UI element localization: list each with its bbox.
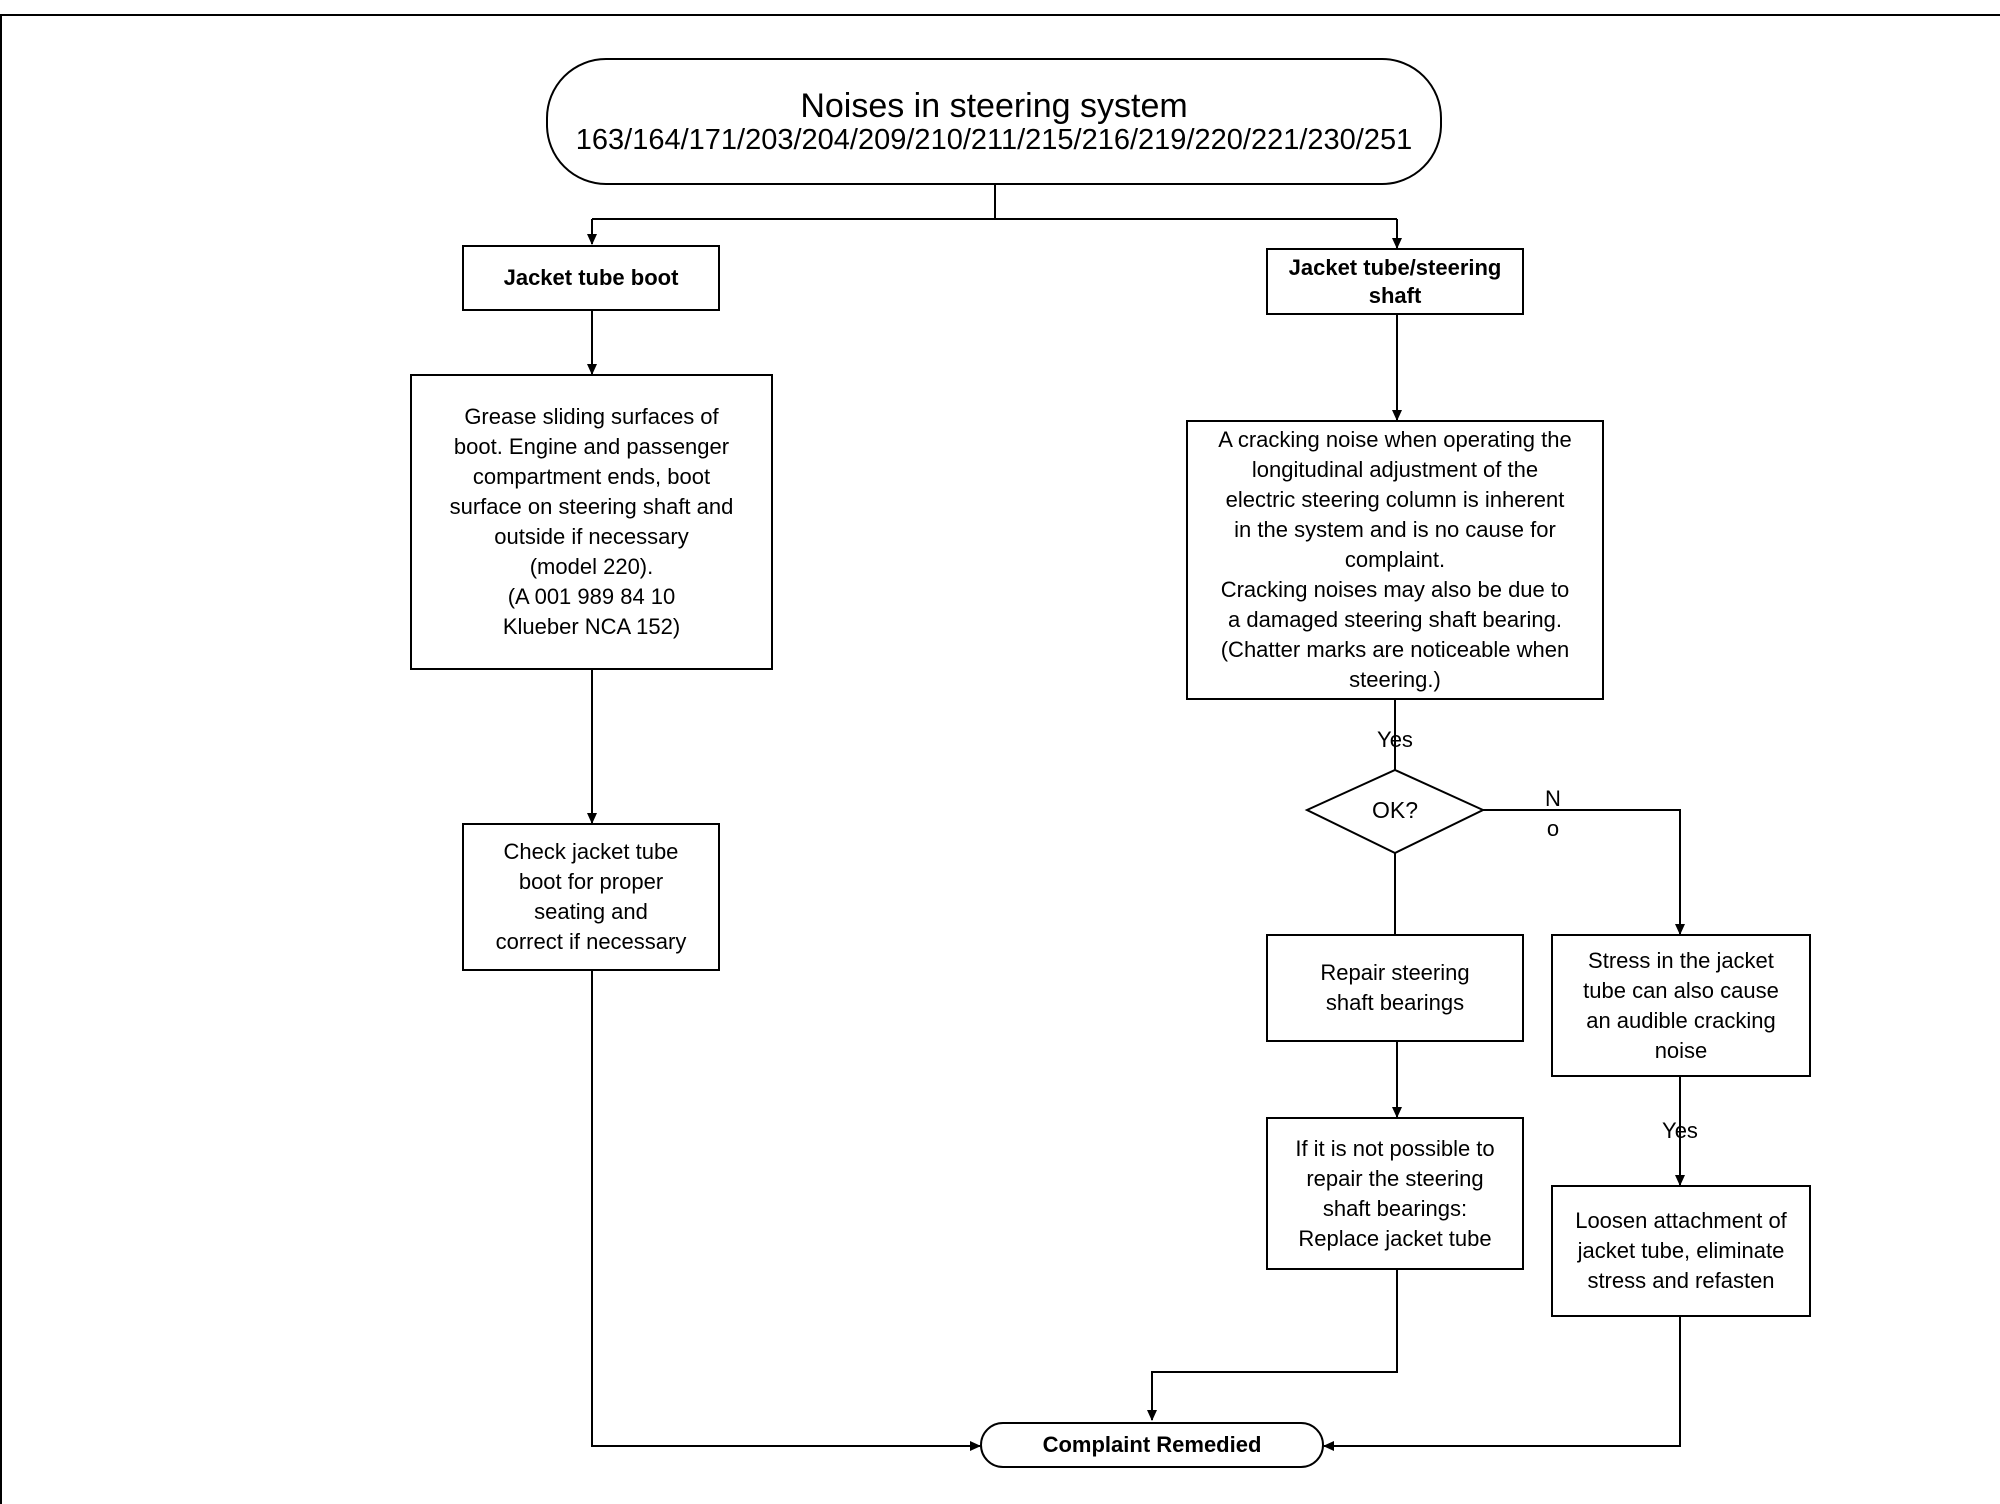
cracking-noise-info-box: A cracking noise when operating the long… — [1186, 420, 1604, 700]
model-list: 163/164/171/203/204/209/210/211/215/216/… — [575, 123, 1413, 156]
yes-label-info: Yes — [1377, 727, 1413, 752]
arrow-left-to-end — [591, 971, 981, 1451]
end-node-complaint-remedied: Complaint Remedied — [980, 1422, 1324, 1468]
page-border-top — [0, 14, 2000, 16]
decision-diamond — [1304, 768, 1486, 855]
jacket-tube-steering-shaft-box: Jacket tube/steering shaft — [1266, 248, 1524, 315]
diagram-title: Noises in steering system — [800, 86, 1188, 125]
arrow-loosen-to-end — [1323, 1317, 1681, 1451]
connector-decision-no — [1483, 809, 1685, 935]
jacket-tube-boot-box: Jacket tube boot — [462, 245, 720, 311]
start-node-title: Noises in steering system 163/164/171/20… — [546, 58, 1442, 185]
grease-step-box: Grease sliding surfaces of boot. Engine … — [410, 374, 773, 670]
loosen-attachment-box: Loosen attachment of jacket tube, elimin… — [1551, 1185, 1811, 1317]
yes-label-stress: Yes — [1662, 1118, 1698, 1143]
repair-bearings-box: Repair steering shaft bearings — [1266, 934, 1524, 1042]
no-label-decision: N o — [1545, 786, 1561, 841]
arrow-replace-to-end — [1147, 1270, 1398, 1421]
stress-jacket-tube-box: Stress in the jacket tube can also cause… — [1551, 934, 1811, 1077]
page-border-left — [0, 14, 2, 1504]
check-boot-step-box: Check jacket tube boot for proper seatin… — [462, 823, 720, 971]
replace-jacket-tube-box: If it is not possible to repair the stee… — [1266, 1117, 1524, 1270]
decision-ok-label: OK? — [1371, 797, 1419, 823]
